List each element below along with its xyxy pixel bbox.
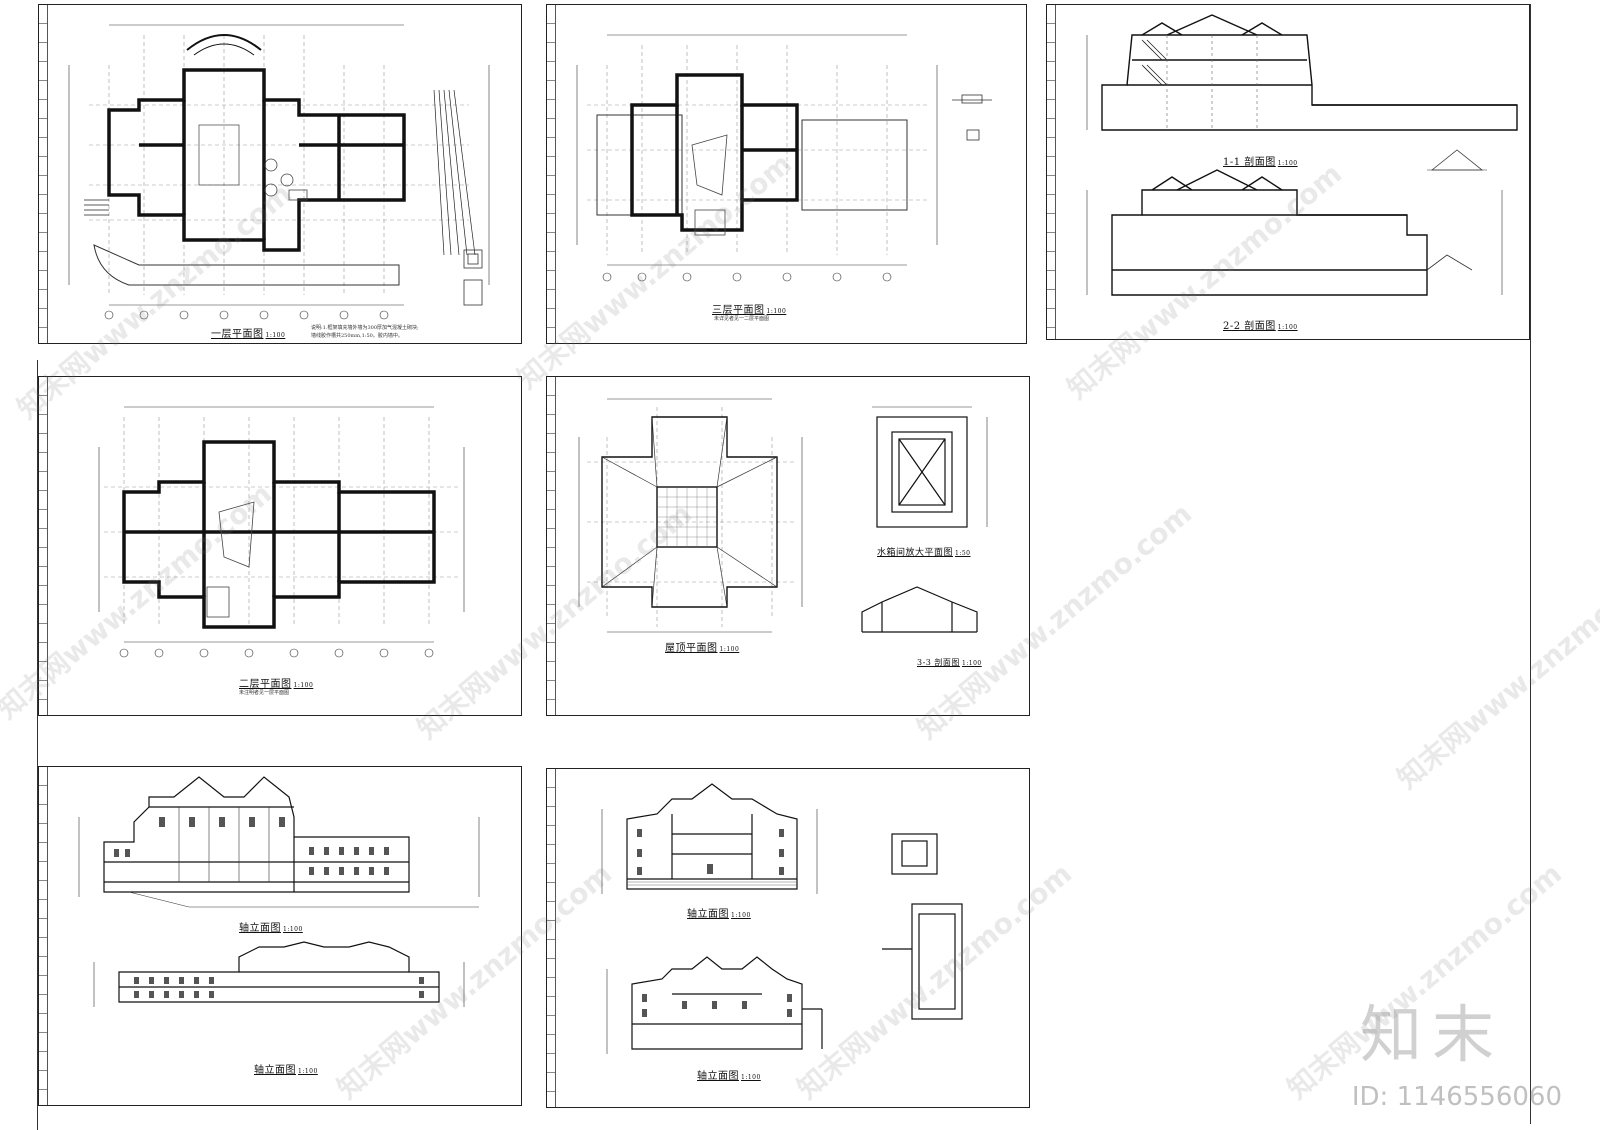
title-block-strip	[547, 5, 556, 343]
roof-plan-drawing	[578, 398, 988, 633]
image-id-label: ID: 1146556060	[1351, 1082, 1562, 1112]
drawing-scale: 1:100	[1277, 160, 1298, 167]
drawing-title-text: 3-3 剖面图	[917, 658, 960, 667]
sections-drawing	[1086, 14, 1518, 296]
drawing-title-text: 轴立面图	[687, 909, 729, 920]
drawing-title-text: 水箱间放大平面图	[877, 548, 954, 558]
drawing-note: 未注明者见一层平面图	[239, 690, 290, 696]
title-block-strip	[547, 377, 556, 715]
third-floor-plan-drawing	[576, 34, 992, 282]
drawing-note: 说明:1.框架填充墙外墙为300厚加气混凝土砌块;	[311, 325, 419, 331]
drawing-scale: 1:100	[298, 1068, 318, 1075]
drawing-scale: 1:100	[265, 332, 286, 339]
drawing-scale: 1:100	[961, 660, 982, 667]
elevations-b-drawing	[601, 783, 963, 1054]
drawing-scale: 1:100	[283, 926, 303, 933]
title-block-strip	[39, 377, 48, 715]
drawing-title-text: 轴立面图	[239, 923, 281, 934]
title-block-strip	[1047, 5, 1056, 339]
brand-watermark-logo: 知末	[1359, 998, 1504, 1071]
drawing-title-text: 一层平面图	[211, 329, 264, 340]
drawing-scale: 1:100	[1277, 324, 1298, 331]
drawing-scale: 1:100	[741, 1074, 761, 1081]
elevations-a-drawing	[78, 776, 480, 1007]
frame-line-right	[1530, 4, 1531, 1124]
drawing-note: 墙线胶作槽共250mm,1:50。胶内墙中。	[311, 333, 403, 339]
watermark-text: 知末网www.znzmo.com	[1390, 546, 1600, 796]
drawing-title-text: 屋顶平面图	[665, 643, 718, 654]
frame-line-left	[37, 360, 38, 1130]
ground-floor-plan-drawing	[68, 24, 490, 320]
drawing-scale: 1:100	[766, 308, 787, 315]
window-row	[114, 817, 389, 875]
drawing-title-text: 三层平面图	[712, 305, 765, 316]
title-block-strip	[39, 5, 48, 343]
drawing-title-text: 2-2 剖面图	[1223, 321, 1276, 332]
drawing-scale: 1:100	[731, 912, 751, 919]
title-block-strip	[39, 767, 48, 1105]
drawing-note: 未详见者见一二层平面图	[714, 316, 770, 322]
drawing-scale: 1:100	[719, 646, 740, 653]
drawing-title-text: 轴立面图	[254, 1065, 296, 1076]
drawing-scale: 1:50	[955, 550, 971, 557]
title-block-strip	[547, 769, 556, 1107]
drawing-title-text: 二层平面图	[239, 679, 292, 690]
drawing-scale: 1:100	[293, 682, 314, 689]
second-floor-plan-drawing	[98, 406, 465, 658]
drawing-title-text: 轴立面图	[697, 1071, 739, 1082]
drawing-title-text: 1-1 剖面图	[1223, 157, 1276, 168]
